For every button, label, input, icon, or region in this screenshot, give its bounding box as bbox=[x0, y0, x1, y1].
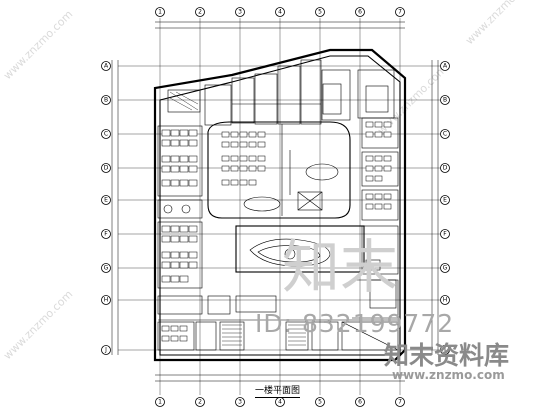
axis-label: A bbox=[443, 63, 448, 70]
lower-rooms bbox=[157, 279, 400, 351]
right-axis-bubbles: A B C D E F G H J bbox=[440, 61, 450, 355]
left-desk-clusters bbox=[157, 125, 203, 289]
axis-label: 4 bbox=[278, 399, 282, 406]
axis-label: H bbox=[104, 297, 109, 304]
axis-label: 6 bbox=[358, 399, 362, 406]
watermark-brand: 知末资料库 bbox=[384, 341, 510, 370]
axis-label: 1 bbox=[158, 9, 162, 16]
axis-label: G bbox=[443, 265, 448, 272]
axis-label: D bbox=[104, 165, 109, 172]
axis-label: B bbox=[104, 97, 108, 104]
axis-label: F bbox=[443, 231, 447, 238]
top-axis-bubbles: 1 2 3 4 5 6 7 bbox=[155, 7, 405, 17]
axis-label: 5 bbox=[318, 9, 322, 16]
atrium bbox=[235, 225, 365, 273]
dimension-lines bbox=[111, 21, 439, 382]
left-axis-bubbles: A B C D E F G H J bbox=[101, 61, 111, 355]
axis-label: B bbox=[443, 97, 447, 104]
axis-label: C bbox=[443, 131, 447, 138]
axis-label: J bbox=[104, 347, 107, 354]
big-watermark-glyph: 知末 bbox=[282, 233, 399, 301]
axis-label: C bbox=[104, 131, 108, 138]
drawing-caption: 一楼平面图 bbox=[255, 386, 301, 398]
axis-label: A bbox=[104, 63, 109, 70]
axis-label: 2 bbox=[198, 399, 202, 406]
diagonal-watermarks: www.znzmo.com www.znzmo.com www.znzmo.co… bbox=[1, 0, 537, 362]
axis-label: 5 bbox=[318, 399, 322, 406]
central-core bbox=[207, 121, 351, 219]
building-outline bbox=[153, 48, 407, 362]
diagonal-watermark: www.znzmo.com bbox=[1, 288, 75, 362]
axis-label: E bbox=[104, 197, 108, 204]
bottom-axis-bubbles: 1 2 3 4 5 6 7 bbox=[155, 397, 405, 407]
right-desk-clusters bbox=[361, 117, 399, 309]
axis-label: F bbox=[104, 231, 108, 238]
axis-label: 7 bbox=[398, 399, 402, 406]
axis-label: E bbox=[443, 197, 447, 204]
axis-label: 7 bbox=[398, 9, 402, 16]
axis-label: 4 bbox=[278, 9, 282, 16]
axis-label: J bbox=[443, 347, 446, 354]
axis-label: 1 bbox=[158, 399, 162, 406]
watermark-url: www.znzmo.com bbox=[392, 368, 505, 382]
axis-label: 3 bbox=[238, 9, 242, 16]
axis-label: H bbox=[443, 297, 448, 304]
axis-label: 2 bbox=[198, 9, 202, 16]
diagonal-watermark: www.znzmo.com bbox=[1, 8, 75, 82]
axis-label: D bbox=[443, 165, 448, 172]
axis-label: 3 bbox=[238, 399, 242, 406]
axis-label: G bbox=[104, 265, 109, 272]
axis-label: 6 bbox=[358, 9, 362, 16]
diagonal-watermark: www.znzmo.com bbox=[463, 0, 537, 47]
watermark-id: ID: 832199772 bbox=[255, 309, 455, 338]
